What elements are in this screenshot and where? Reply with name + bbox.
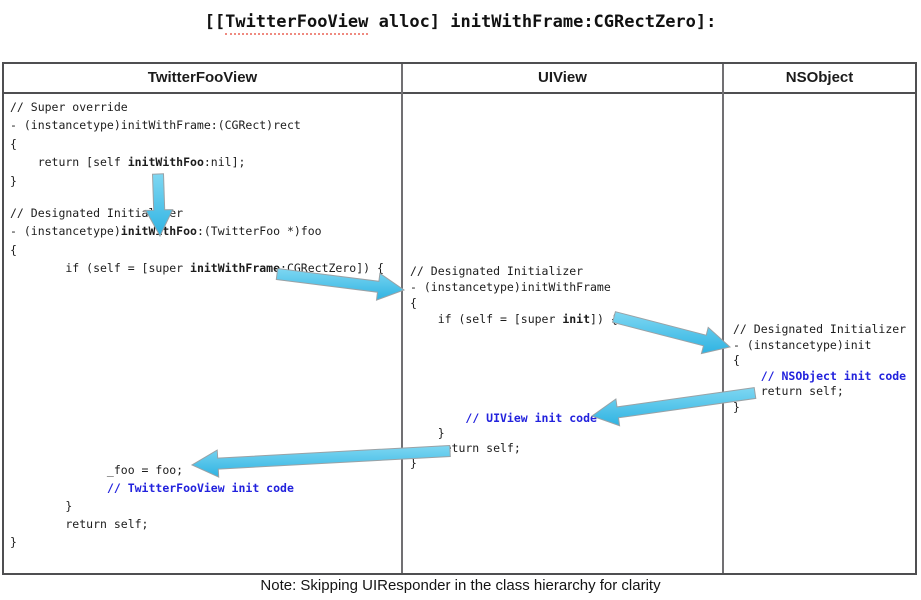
class-hierarchy-table: TwitterFooView UIView NSObject bbox=[2, 62, 917, 575]
title-suffix: alloc] initWithFrame:CGRectZero]: bbox=[368, 12, 717, 32]
column-header-twitterfooview: TwitterFooView bbox=[147, 69, 258, 86]
column-divider-2 bbox=[722, 64, 724, 573]
footnote: Note: Skipping UIResponder in the class … bbox=[260, 577, 661, 594]
column-header-uiview: UIView bbox=[538, 69, 587, 86]
column-divider-1 bbox=[401, 64, 403, 573]
header-divider bbox=[4, 92, 915, 94]
page-title: [[TwitterFooView alloc] initWithFrame:CG… bbox=[0, 11, 921, 35]
title-prefix: [[ bbox=[204, 12, 226, 32]
title-spellchecked-word: TwitterFooView bbox=[225, 12, 369, 35]
column-header-nsobject: NSObject bbox=[785, 69, 854, 86]
